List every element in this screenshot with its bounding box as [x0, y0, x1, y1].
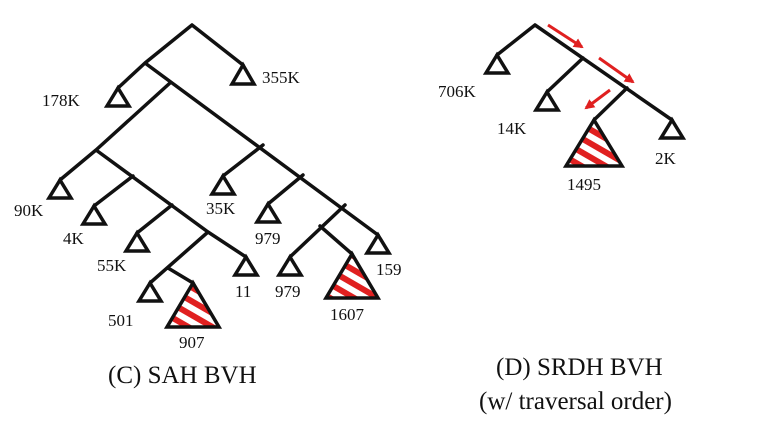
- srdh-bvh-tree: 706K 14K 1495 2K (D) SRDH BVH (w/ traver…: [438, 23, 687, 415]
- traversal-arrow-3: [584, 88, 611, 110]
- srdh-leaf-2k-label: 2K: [655, 149, 677, 168]
- sah-leaf-90k-triangle: [45, 176, 75, 200]
- sah-leaf-4k-triangle: [79, 202, 109, 226]
- sah-caption: (C) SAH BVH: [108, 362, 257, 389]
- sah-leaf-501-triangle: [135, 279, 165, 303]
- sah-leaf-979b-label: 979: [275, 282, 301, 301]
- srdh-leaf-706k-triangle: [482, 51, 512, 75]
- srdh-caption-subtitle: (w/ traversal order): [479, 388, 672, 415]
- traversal-arrow-1: [547, 23, 584, 49]
- sah-leaf-90k-label: 90K: [14, 201, 44, 220]
- sah-leaf-55k-triangle: [122, 229, 152, 253]
- sah-leaf-55k-label: 55K: [97, 256, 127, 275]
- sah-leaf-35k-triangle: [208, 172, 238, 196]
- sah-edges: [58, 23, 380, 285]
- sah-leaf-979a-label: 979: [255, 229, 281, 248]
- traversal-arrow-2: [598, 56, 635, 84]
- srdh-leaf-14k-triangle: [532, 88, 562, 112]
- sah-leaf-159-label: 159: [376, 260, 402, 279]
- sah-leaf-178k-label: 178K: [42, 91, 81, 110]
- sah-leaf-907-hot-triangle: [163, 279, 223, 329]
- sah-leaf-4k-label: 4K: [63, 229, 85, 248]
- srdh-leaf-1495-hot-triangle: [562, 116, 626, 168]
- sah-leaf-11-label: 11: [235, 282, 251, 301]
- srdh-leaf-2k-triangle: [657, 116, 687, 140]
- sah-leaf-178k-triangle: [103, 84, 133, 108]
- sah-leaf-1607-hot-triangle: [322, 250, 382, 300]
- sah-leaf-355k-triangle: [228, 61, 258, 86]
- srdh-edges: [495, 23, 674, 122]
- sah-leaf-355k-label: 355K: [262, 68, 301, 87]
- sah-leaf-979a-triangle: [253, 200, 283, 224]
- sah-bvh-tree: 355K 178K 90K 4K 35K 979 55K 11 501 907 …: [14, 23, 402, 389]
- srdh-leaf-14k-label: 14K: [497, 119, 527, 138]
- sah-leaf-907-label: 907: [179, 333, 205, 352]
- sah-leaf-1607-label: 1607: [330, 305, 365, 324]
- srdh-caption: (D) SRDH BVH: [496, 354, 663, 381]
- sah-leaf-11-triangle: [231, 253, 261, 277]
- sah-leaf-979b-triangle: [275, 253, 305, 277]
- srdh-leaf-1495-label: 1495: [567, 175, 601, 194]
- sah-leaf-159-triangle: [363, 231, 393, 255]
- sah-leaf-35k-label: 35K: [206, 199, 236, 218]
- sah-leaf-501-label: 501: [108, 311, 134, 330]
- srdh-leaf-706k-label: 706K: [438, 82, 477, 101]
